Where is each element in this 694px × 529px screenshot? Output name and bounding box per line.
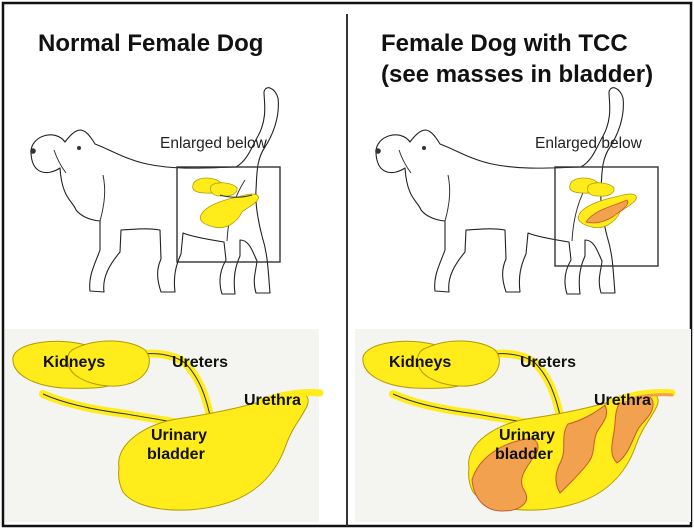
enlarged-label: Enlarged below xyxy=(160,135,268,152)
dog-outline-icon xyxy=(31,88,278,294)
kidneys-label: Kidneys xyxy=(43,354,105,371)
tcc-dog-illustration: Enlarged below xyxy=(375,88,658,294)
urethra-label: Urethra xyxy=(244,392,301,409)
kidney-shape xyxy=(211,183,238,196)
normal-panel: Normal Female Dog Enlarged below xyxy=(5,30,320,522)
ureters-label: Ureters xyxy=(520,354,576,371)
dog-nose xyxy=(30,148,36,154)
tcc-panel: Female Dog with TCC (see masses in bladd… xyxy=(355,30,691,522)
bladder-label-line1: Urinary xyxy=(151,427,207,444)
bladder-label-line2: bladder xyxy=(495,446,553,463)
bladder-label-line2: bladder xyxy=(147,446,205,463)
tcc-panel-title-line1: Female Dog with TCC xyxy=(381,30,628,57)
normal-panel-title: Normal Female Dog xyxy=(38,30,263,57)
dog-eye xyxy=(422,146,426,150)
kidneys-label: Kidneys xyxy=(389,354,451,371)
normal-enlarged-inset: Kidneys Ureters Urethra Urinary bladder xyxy=(5,329,320,522)
bladder-label-line1: Urinary xyxy=(499,427,555,444)
tcc-panel-title-line2: (see masses in bladder) xyxy=(381,61,653,88)
tcc-enlarged-inset: Kidneys Ureters Urethra Urinary bladder xyxy=(355,329,691,522)
enlarged-label: Enlarged below xyxy=(535,135,643,152)
dog-nose xyxy=(375,148,381,154)
ureters-label: Ureters xyxy=(172,354,228,371)
dog-eye xyxy=(77,146,81,150)
urethra-label: Urethra xyxy=(594,392,651,409)
normal-dog-illustration: Enlarged below xyxy=(30,88,280,294)
kidney-shape xyxy=(588,183,615,196)
